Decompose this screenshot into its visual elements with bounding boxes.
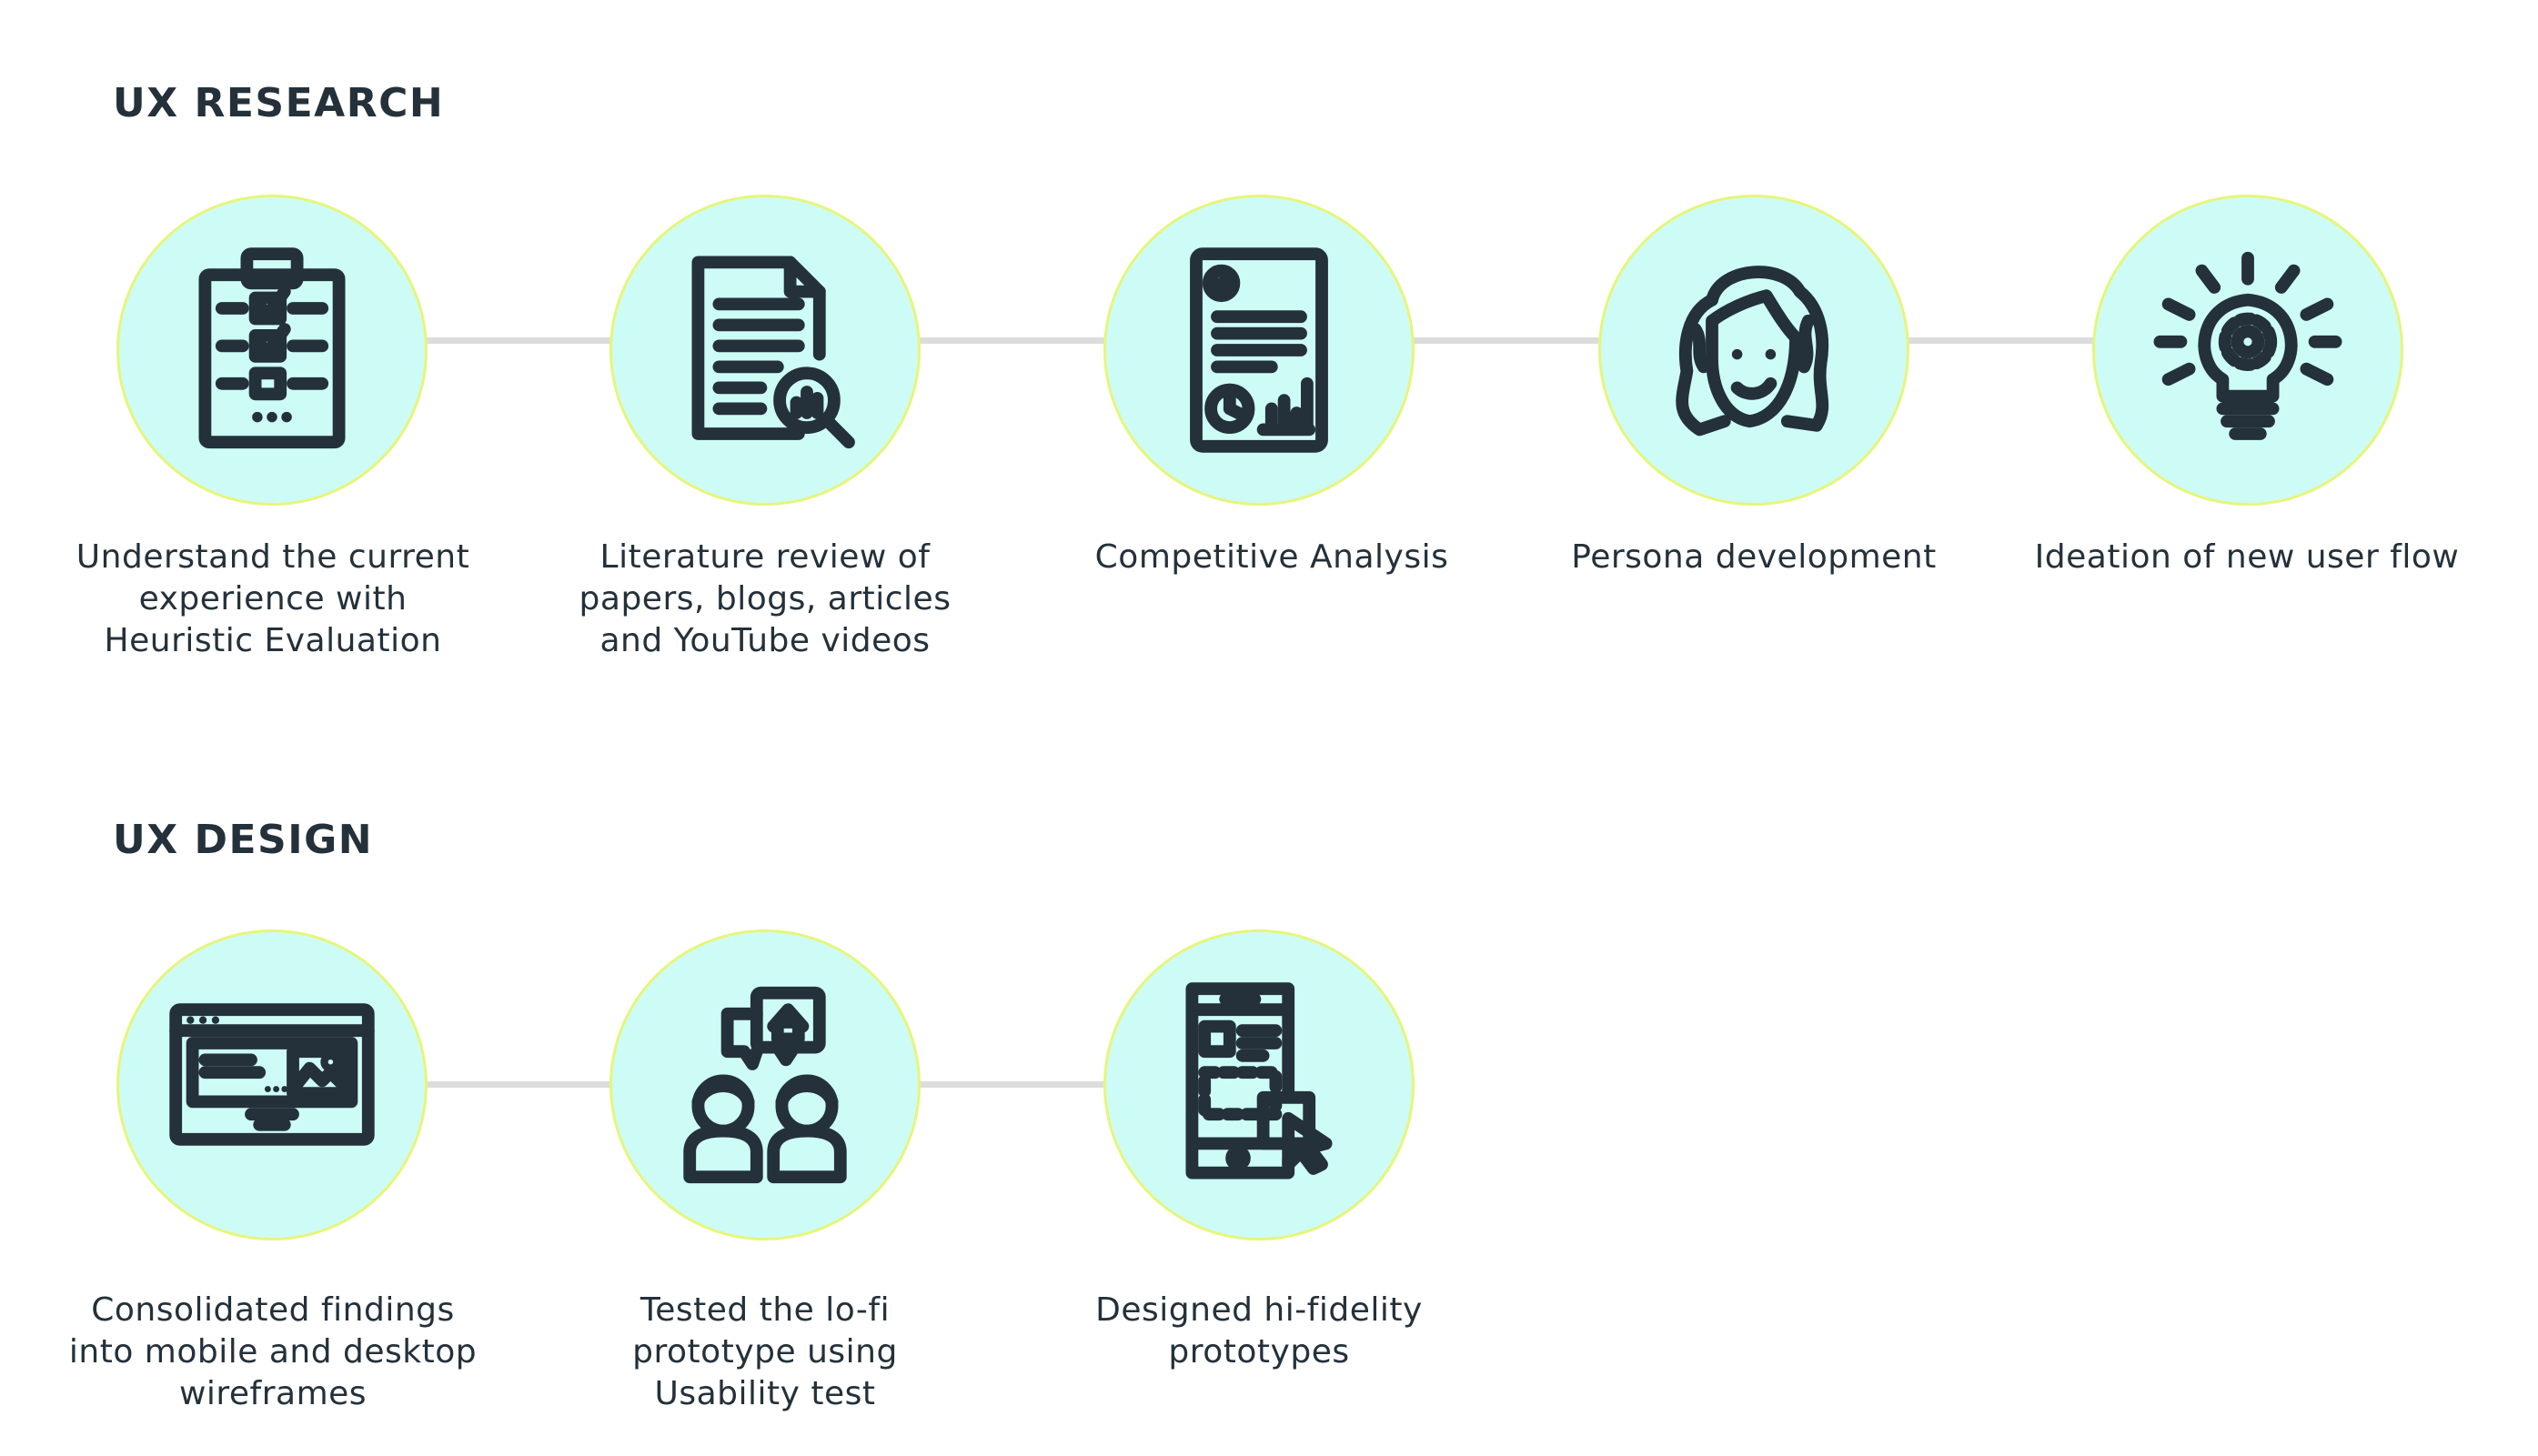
report-chart-icon xyxy=(1190,247,1328,453)
mobile-prototype-icon xyxy=(1185,982,1333,1180)
persona-face-icon xyxy=(1676,266,1829,437)
users-discussion-icon xyxy=(683,986,847,1184)
step-circle-wireframes xyxy=(116,929,428,1240)
section-title-ux-design: UX DESIGN xyxy=(113,817,374,863)
connector-line xyxy=(1412,337,1603,344)
document-search-icon xyxy=(691,256,855,449)
step-caption-wireframes: Consolidated findings into mobile and de… xyxy=(68,1291,478,1412)
step-caption-persona-development: Persona development xyxy=(1571,538,1937,576)
step-caption-literature-review: Literature review of papers, blogs, arti… xyxy=(579,538,952,659)
section-title-ux-research: UX RESEARCH xyxy=(113,80,445,126)
step-caption-usability-test: Tested the lo-fi prototype using Usabili… xyxy=(632,1291,898,1412)
step-circle-competitive-analysis xyxy=(1103,195,1415,506)
connector-line xyxy=(1907,337,2098,344)
lightbulb-gear-icon xyxy=(2153,251,2342,440)
browser-wireframe-icon xyxy=(169,1003,375,1146)
step-circle-usability-test xyxy=(609,929,921,1240)
connector-line xyxy=(917,337,1108,344)
connector-line xyxy=(424,1081,615,1088)
connector-line xyxy=(424,337,615,344)
connector-line xyxy=(917,1081,1108,1088)
step-circle-ideation xyxy=(2092,195,2403,506)
step-caption-hi-fi-prototypes: Designed hi-fidelity prototypes xyxy=(1095,1291,1423,1371)
step-caption-competitive-analysis: Competitive Analysis xyxy=(1094,538,1449,576)
step-caption-heuristic-evaluation: Understand the current experience with H… xyxy=(76,538,470,659)
step-circle-literature-review xyxy=(609,195,921,506)
step-circle-heuristic-evaluation xyxy=(116,195,428,506)
step-caption-ideation: Ideation of new user flow xyxy=(2034,538,2460,576)
step-circle-persona-development xyxy=(1598,195,1909,506)
clipboard-checklist-icon xyxy=(198,247,346,449)
step-circle-hi-fi-prototypes xyxy=(1103,929,1415,1240)
